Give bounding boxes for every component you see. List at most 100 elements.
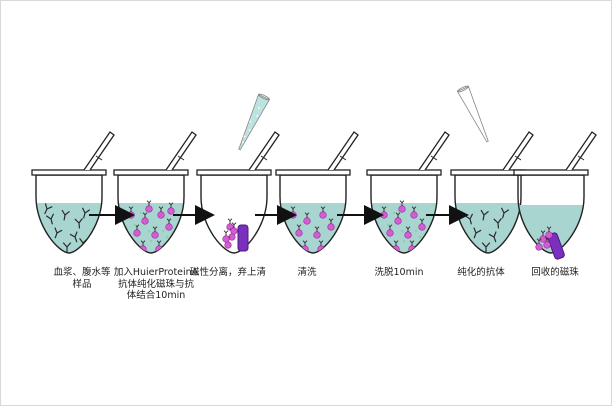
bead-circle — [165, 223, 173, 231]
free-protein-dot — [133, 223, 137, 227]
magnetic-bead-icon — [319, 206, 327, 219]
bead-circle — [327, 223, 335, 231]
magnetic-bead-icon — [141, 212, 149, 225]
free-protein-dot — [139, 211, 143, 215]
pipette-dot — [248, 129, 251, 131]
magnetic-bead-icon — [222, 230, 230, 243]
magnetic-bead-icon — [327, 218, 335, 231]
antibody-shape — [481, 242, 491, 253]
tube-rim — [113, 169, 189, 176]
antibody-icon — [69, 231, 78, 243]
bead-antibody — [320, 206, 326, 212]
tube-body — [517, 174, 585, 254]
bead-circle — [145, 205, 153, 213]
bead-antibody — [231, 222, 237, 228]
bead-antibody — [152, 226, 158, 232]
bead-antibody — [411, 206, 417, 212]
magnetic-bead-icon — [398, 200, 406, 213]
tube-body — [35, 174, 103, 254]
bead-circle — [319, 211, 327, 219]
pipette-dot — [258, 106, 260, 109]
magnetic-bead-icon — [418, 218, 426, 231]
bead-circle — [398, 205, 406, 213]
free-protein-dot — [165, 235, 169, 239]
step-caption-elute: 洗脱10min — [374, 267, 424, 278]
bead-antibody — [405, 226, 411, 232]
pipette-body — [238, 93, 271, 151]
pipette-dot — [256, 115, 259, 117]
step-caption-wash: 清洗 — [297, 267, 317, 278]
magnetic-bead-icon — [539, 230, 547, 243]
magnetic-bead-icon — [545, 226, 553, 239]
step-caption-separate: 磁性分离，弃上清 — [189, 267, 266, 278]
magnetic-bead-icon — [151, 226, 159, 239]
bead-antibody — [304, 212, 310, 218]
bead-antibody — [158, 206, 164, 212]
bead-antibody — [419, 218, 425, 224]
bead-antibody — [302, 240, 308, 246]
bead-circle — [157, 211, 165, 219]
pipette-body — [456, 85, 489, 143]
bead-circle — [410, 211, 418, 219]
bead-antibody — [395, 212, 401, 218]
antibody-icon — [61, 209, 70, 221]
bead-circle — [167, 207, 175, 215]
bead-antibody — [328, 218, 334, 224]
magnetic-bead-icon — [394, 212, 402, 225]
magnetic-bead-icon — [543, 236, 551, 249]
bead-antibody — [156, 240, 162, 246]
antibody-shape — [62, 242, 72, 253]
pipette-icon — [456, 85, 489, 143]
tube-lid-tab — [260, 155, 268, 161]
antibody-shape — [44, 203, 53, 215]
antibody-icon — [74, 218, 83, 229]
antibody-icon — [44, 203, 53, 215]
tube-lid — [165, 131, 197, 171]
free-protein-dot — [161, 229, 165, 233]
tube-rim — [366, 169, 442, 176]
pipette-mouth — [258, 93, 270, 101]
bead-circle — [394, 217, 402, 225]
tube-separate — [196, 93, 280, 254]
magnetic-bead-icon — [167, 202, 175, 215]
bead-antibody — [318, 240, 324, 246]
antibody-shape — [473, 227, 482, 239]
bead-antibody — [140, 240, 146, 246]
tube-lid — [83, 131, 115, 171]
step-caption-bind: 加入HuierProteinA 抗体纯化磁珠与抗 体结合10min — [113, 267, 199, 301]
tube-contents — [464, 207, 510, 253]
tube-lid — [327, 131, 359, 171]
magnetic-bead-icon — [230, 222, 238, 235]
tube-lid — [502, 131, 534, 171]
magnet-icon — [237, 224, 249, 252]
free-protein-dot — [400, 229, 404, 233]
antibody-icon — [493, 218, 502, 229]
bead-antibody — [166, 218, 172, 224]
tube-rim — [275, 169, 351, 176]
magnetic-bead-icon — [303, 212, 311, 225]
magnetic-bead-icon — [157, 206, 165, 219]
bead-circle — [230, 227, 238, 235]
free-protein-dot — [149, 239, 153, 243]
tube-recovered — [513, 131, 597, 260]
step-caption-recovered: 回收的磁珠 — [531, 267, 579, 278]
tube-lid-tab — [177, 155, 185, 161]
free-protein-dot — [147, 229, 151, 233]
bead-antibody — [409, 240, 415, 246]
bead-antibody — [393, 240, 399, 246]
tube-lid — [565, 131, 597, 171]
bead-antibody — [146, 200, 152, 206]
tube-lid-tab — [577, 155, 585, 161]
antibody-shape — [488, 231, 497, 243]
bead-antibody — [168, 202, 174, 208]
tube-rim — [31, 169, 107, 176]
step-caption-sample: 血浆、腹水等 样品 — [53, 267, 111, 290]
bead-circle — [535, 243, 543, 251]
tube-lid-tab — [514, 155, 522, 161]
antibody-shape — [69, 231, 78, 243]
antibody-shape — [45, 213, 54, 225]
tube-lid-tab — [339, 155, 347, 161]
bead-circle — [313, 231, 321, 239]
